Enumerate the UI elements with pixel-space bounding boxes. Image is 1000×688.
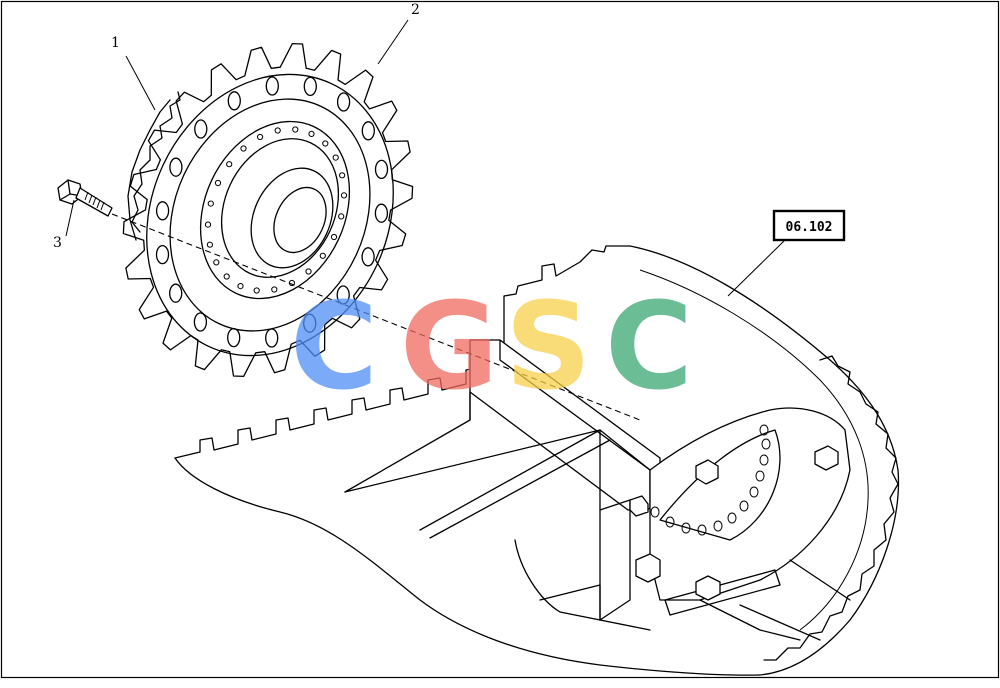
sprocket-hole: [227, 91, 241, 111]
sprocket-hole: [303, 76, 317, 97]
yoke-hole: [681, 522, 691, 534]
sprocket-small-hole: [330, 233, 338, 241]
yoke-bolt-holes: [650, 424, 771, 536]
sprocket-hole: [169, 283, 183, 303]
reference-box-label[interactable]: 06.102: [786, 220, 833, 235]
yoke-hole: [759, 454, 769, 466]
leader-line-3: [65, 199, 75, 237]
sprocket-small-hole: [332, 154, 339, 161]
sprocket-hole: [265, 76, 279, 96]
callout-2: 2: [411, 2, 420, 18]
yoke-hole: [665, 516, 675, 528]
sprocket-hole: [169, 157, 183, 177]
yoke-hole: [749, 486, 759, 498]
yoke-hole: [727, 512, 737, 524]
sprocket-wheel: [122, 42, 414, 378]
sprocket-small-hole: [213, 259, 220, 266]
sprocket-small-hole: [226, 161, 233, 168]
sprocket-hole: [303, 313, 317, 333]
watermark-letter-c1: C: [290, 278, 378, 417]
sprocket-small-hole: [305, 268, 312, 275]
sprocket-hole: [336, 92, 351, 112]
sprocket-small-hole: [240, 145, 247, 152]
yoke-hole: [739, 500, 749, 512]
yoke-hole: [650, 506, 660, 518]
sprocket-small-hole: [338, 213, 345, 220]
sprocket-small-hole: [206, 241, 213, 248]
assembly-axis-line: [111, 213, 641, 421]
sprocket-hole: [194, 119, 208, 139]
sprocket-small-hole: [237, 283, 244, 290]
yoke-hole: [697, 524, 707, 536]
watermark-letter-s: S: [505, 278, 591, 417]
sprocket-hole: [265, 328, 279, 348]
sprocket-small-hole: [274, 127, 281, 134]
sprocket-small-hole: [214, 179, 222, 187]
sprocket-hole: [374, 159, 389, 180]
sprocket-small-hole: [204, 221, 212, 228]
callout-1: 1: [111, 35, 120, 51]
yoke-hole: [759, 424, 769, 436]
bolt: [57, 179, 113, 217]
sprocket-small-hole: [340, 192, 348, 199]
sprocket-hole: [336, 285, 350, 305]
sprocket-small-hole: [308, 130, 315, 137]
leader-line-1: [125, 55, 156, 111]
sprocket-hole: [361, 121, 375, 141]
reference-box[interactable]: 06.102: [772, 209, 846, 242]
sprocket-small-hole: [271, 286, 278, 293]
yoke-hole: [761, 438, 771, 450]
sprocket-small-hole: [207, 200, 214, 207]
sprocket-hole: [193, 312, 208, 332]
track-frame-assembly: [174, 245, 900, 676]
sprocket-hole: [155, 201, 170, 221]
leader-line-2: [377, 19, 409, 65]
sprocket-small-hole: [319, 252, 326, 259]
callout-3: 3: [53, 235, 62, 251]
sprocket-small-hole: [339, 172, 346, 179]
sprocket-hole: [227, 327, 241, 348]
sprocket-small-hole: [223, 273, 230, 280]
yoke-hole: [713, 520, 723, 532]
sprocket-hole: [374, 203, 389, 223]
sprocket-small-hole: [253, 287, 260, 294]
sprocket-bolt-holes: [155, 76, 389, 348]
watermark-letter-g: G: [400, 278, 499, 417]
sprocket-hole: [155, 244, 170, 265]
sprocket-small-hole: [257, 133, 264, 141]
sprocket-hole: [361, 247, 375, 267]
watermark: C G S C: [290, 278, 693, 417]
leader-line-ref: [727, 239, 786, 297]
yoke-hole: [755, 470, 765, 482]
sprocket-small-hole: [292, 126, 299, 133]
sprocket-small-hole: [322, 140, 329, 147]
watermark-letter-c2: C: [605, 278, 693, 417]
